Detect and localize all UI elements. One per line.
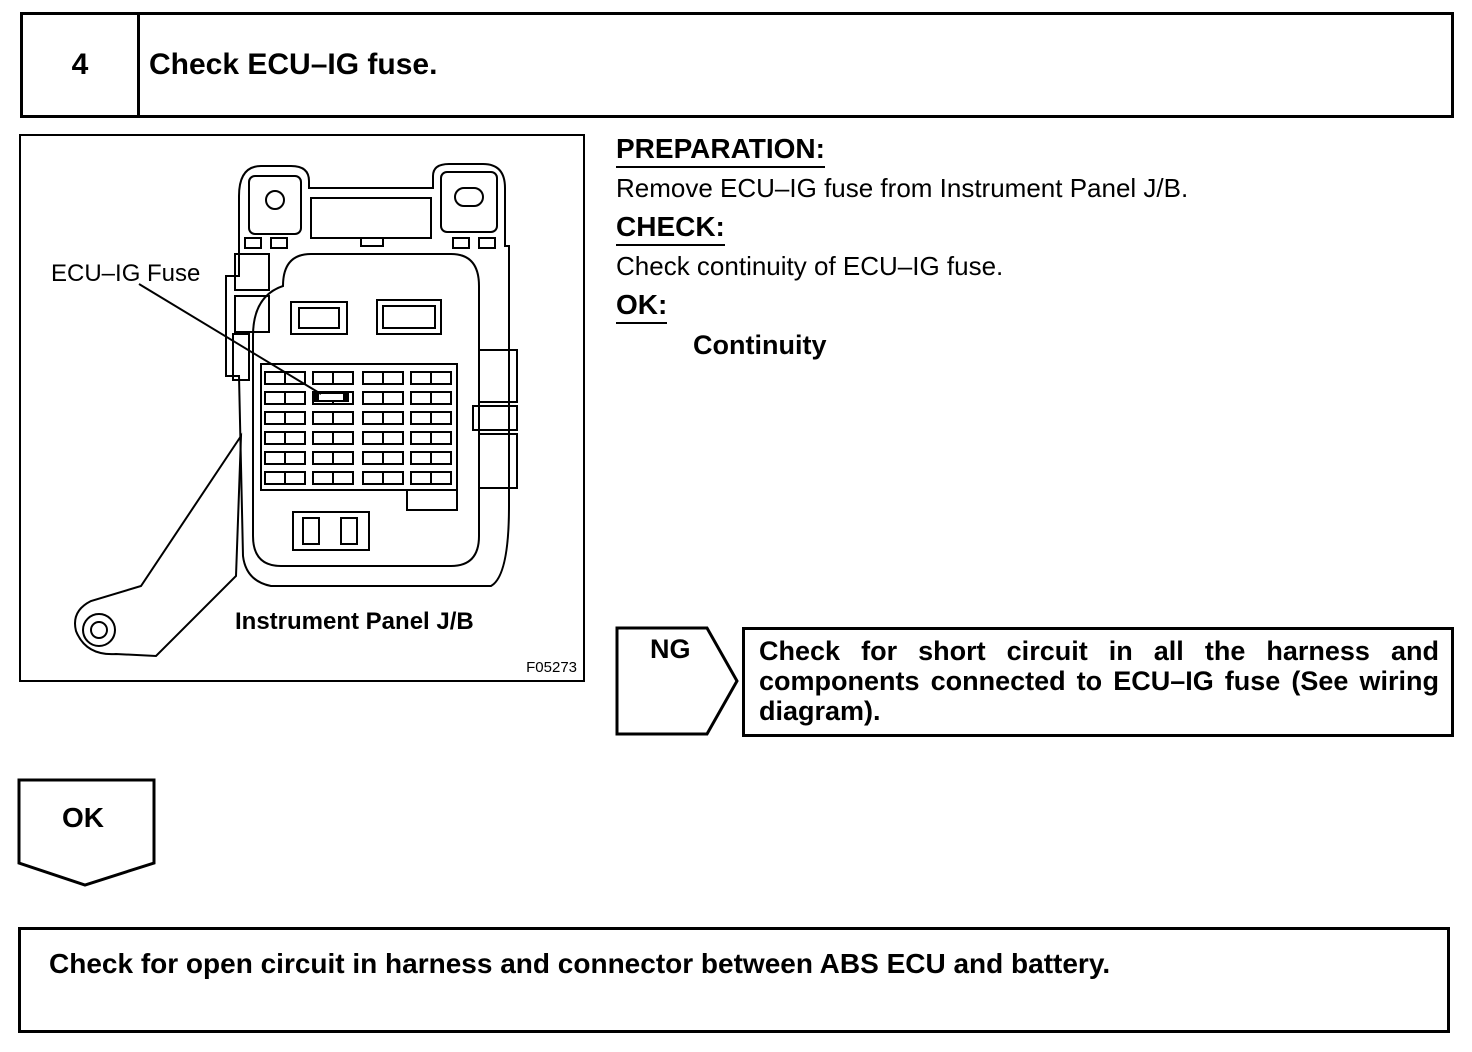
junction-block-diagram — [74, 163, 518, 658]
check-heading: CHECK: — [616, 210, 725, 246]
fuse-grid — [264, 371, 452, 485]
ok-arrow — [17, 778, 156, 887]
ok-heading: OK: — [616, 288, 668, 324]
next-step-text: Check for open circuit in harness and co… — [49, 948, 1111, 979]
preparation-heading: PREPARATION: — [616, 132, 825, 168]
ok-label: OK — [62, 802, 104, 833]
ok-value: Continuity — [693, 330, 827, 360]
junction-block-figure: ECU–IG Fuse Instrument Panel J/B F05273 — [19, 134, 585, 682]
step-title: Check ECU–IG fuse. — [149, 48, 438, 81]
preparation-text: Remove ECU–IG fuse from Instrument Panel… — [616, 173, 1189, 203]
fuse-callout: ECU–IG Fuse — [51, 260, 201, 287]
ng-arrow — [615, 626, 739, 736]
step-header: 4 Check ECU–IG fuse. — [20, 12, 1454, 118]
check-text: Check continuity of ECU–IG fuse. — [616, 251, 1004, 281]
ng-label: NG — [650, 634, 691, 664]
ng-action-text: Check for short circuit in all the harne… — [759, 636, 1439, 726]
step-number: 4 — [23, 15, 140, 115]
ng-action-box: Check for short circuit in all the harne… — [742, 627, 1454, 737]
figure-caption: Instrument Panel J/B — [235, 608, 474, 635]
figure-code: F05273 — [526, 659, 577, 676]
next-step-box: Check for open circuit in harness and co… — [18, 927, 1450, 1033]
